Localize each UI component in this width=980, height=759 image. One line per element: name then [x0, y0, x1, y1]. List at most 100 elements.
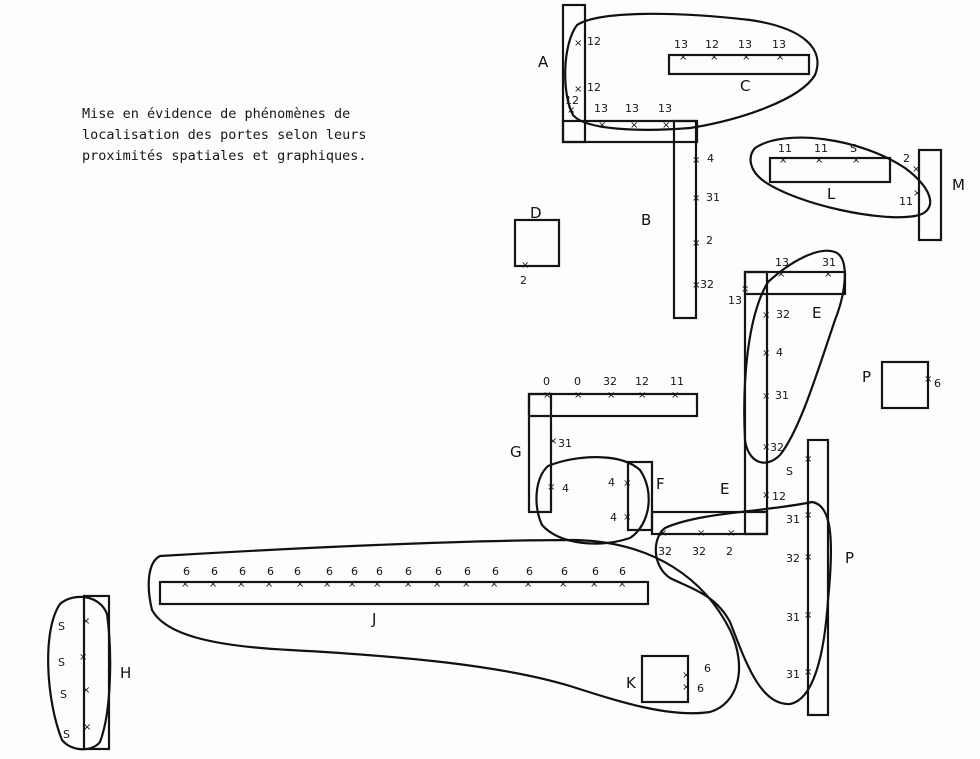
caption-line: proximités spatiales et graphiques.	[82, 148, 367, 164]
door-label: 32	[776, 308, 790, 321]
block-label-b: B	[641, 211, 651, 229]
block-label-e-lower: E	[720, 480, 729, 498]
door-label: 6	[351, 565, 358, 578]
door-cross: ×	[804, 510, 812, 521]
group-outline-j-k	[147, 538, 741, 715]
door-cross: ×	[662, 120, 670, 131]
block-e-bottom-bar	[650, 510, 769, 536]
door-cross: ×	[618, 579, 626, 590]
door-cross: ×	[521, 260, 529, 271]
block-c-bar	[667, 53, 811, 76]
door-label: 0	[574, 375, 581, 388]
door-cross: ×	[598, 120, 606, 131]
door-label: 2	[706, 234, 713, 247]
door-cross: ×	[373, 579, 381, 590]
door-label: 6	[435, 565, 442, 578]
door-cross: ×	[913, 188, 921, 199]
block-label-k: K	[626, 674, 637, 692]
grouping-outlines	[47, 12, 932, 751]
door-cross: ×	[692, 280, 700, 291]
door-cross: ×	[524, 579, 532, 590]
door-label: 2	[903, 152, 910, 165]
door-cross: ×	[682, 682, 690, 693]
door-label: 13	[674, 38, 688, 51]
doors-j: × 6 × 6 × 6 × 6 × 6 × 6 × 6 × 6 × 6 × 6 …	[181, 565, 626, 590]
caption: Mise en évidence de phénomènes de locali…	[82, 104, 382, 167]
door-label: 13	[738, 38, 752, 51]
doors-b: × 4 × 31 × 2 × 32	[692, 152, 720, 291]
door-cross: ×	[462, 579, 470, 590]
door-cross: ×	[804, 667, 812, 678]
block-l-bar	[768, 156, 892, 184]
caption-line: localisation des portes selon leurs	[82, 127, 367, 143]
door-label: 12	[772, 490, 786, 503]
block-label-e-upper: E	[812, 304, 821, 322]
door-cross: ×	[348, 579, 356, 590]
door-label: 13	[728, 294, 742, 307]
door-cross: ×	[265, 579, 273, 590]
door-label: S	[786, 465, 793, 478]
door-label: 6	[492, 565, 499, 578]
door-cross: ×	[543, 390, 551, 401]
door-cross: ×	[209, 579, 217, 590]
block-p-square	[880, 360, 930, 410]
door-cross: ×	[692, 155, 700, 166]
door-cross: ×	[433, 579, 441, 590]
doors-p-square: × 6	[924, 374, 941, 390]
door-cross: ×	[574, 84, 582, 95]
door-label: 32	[692, 545, 706, 558]
door-cross: ×	[296, 579, 304, 590]
block-label-p: P	[845, 549, 854, 567]
block-d-square	[513, 218, 561, 268]
door-label: 31	[822, 256, 836, 269]
door-label: 31	[786, 611, 800, 624]
door-label: 4	[610, 511, 617, 524]
door-label: 0	[543, 375, 550, 388]
door-cross: ×	[762, 348, 770, 359]
door-label: 6	[561, 565, 568, 578]
door-cross: ×	[742, 52, 750, 63]
door-cross: ×	[679, 52, 687, 63]
door-cross: ×	[697, 528, 705, 539]
door-cross: ×	[638, 390, 646, 401]
building-blocks	[82, 3, 943, 751]
door-label: 31	[786, 513, 800, 526]
door-cross: ×	[804, 454, 812, 465]
door-label: 6	[697, 682, 704, 695]
door-cross: ×	[815, 155, 823, 166]
door-cross: ×	[237, 579, 245, 590]
doors-g: × 0 × 0 × 32 × 12 × 11 × 31 × 4	[543, 375, 684, 495]
door-cross: ×	[710, 52, 718, 63]
door-label: 12	[705, 38, 719, 51]
door-cross: ×	[79, 652, 87, 663]
door-label: 13	[594, 102, 608, 115]
door-cross: ×	[83, 722, 91, 733]
door-label: 4	[707, 152, 714, 165]
door-label: 6	[592, 565, 599, 578]
door-label: 4	[562, 482, 569, 495]
door-label: 6	[405, 565, 412, 578]
door-cross: ×	[762, 490, 770, 501]
door-label: 6	[704, 662, 711, 675]
block-label-f: F	[656, 475, 665, 493]
door-label: 32	[700, 278, 714, 291]
doors-e-bottom: × 32 × 32 × 2	[658, 528, 735, 558]
door-cross: ×	[762, 391, 770, 402]
group-outline-l-m	[749, 136, 932, 219]
door-cross: ×	[590, 579, 598, 590]
door-label: 6	[326, 565, 333, 578]
door-label: 6	[267, 565, 274, 578]
block-label-d: D	[530, 204, 542, 222]
caption-line: Mise en évidence de phénomènes de	[82, 106, 351, 122]
door-cross: ×	[567, 105, 575, 116]
door-cross: ×	[181, 579, 189, 590]
door-cross: ×	[852, 155, 860, 166]
door-cross: ×	[671, 390, 679, 401]
group-outline-p	[654, 500, 833, 706]
door-cross: ×	[490, 579, 498, 590]
group-outline-a-c	[564, 12, 819, 131]
block-label-c: C	[740, 77, 750, 95]
door-cross: ×	[741, 284, 749, 295]
door-cross: ×	[762, 310, 770, 321]
